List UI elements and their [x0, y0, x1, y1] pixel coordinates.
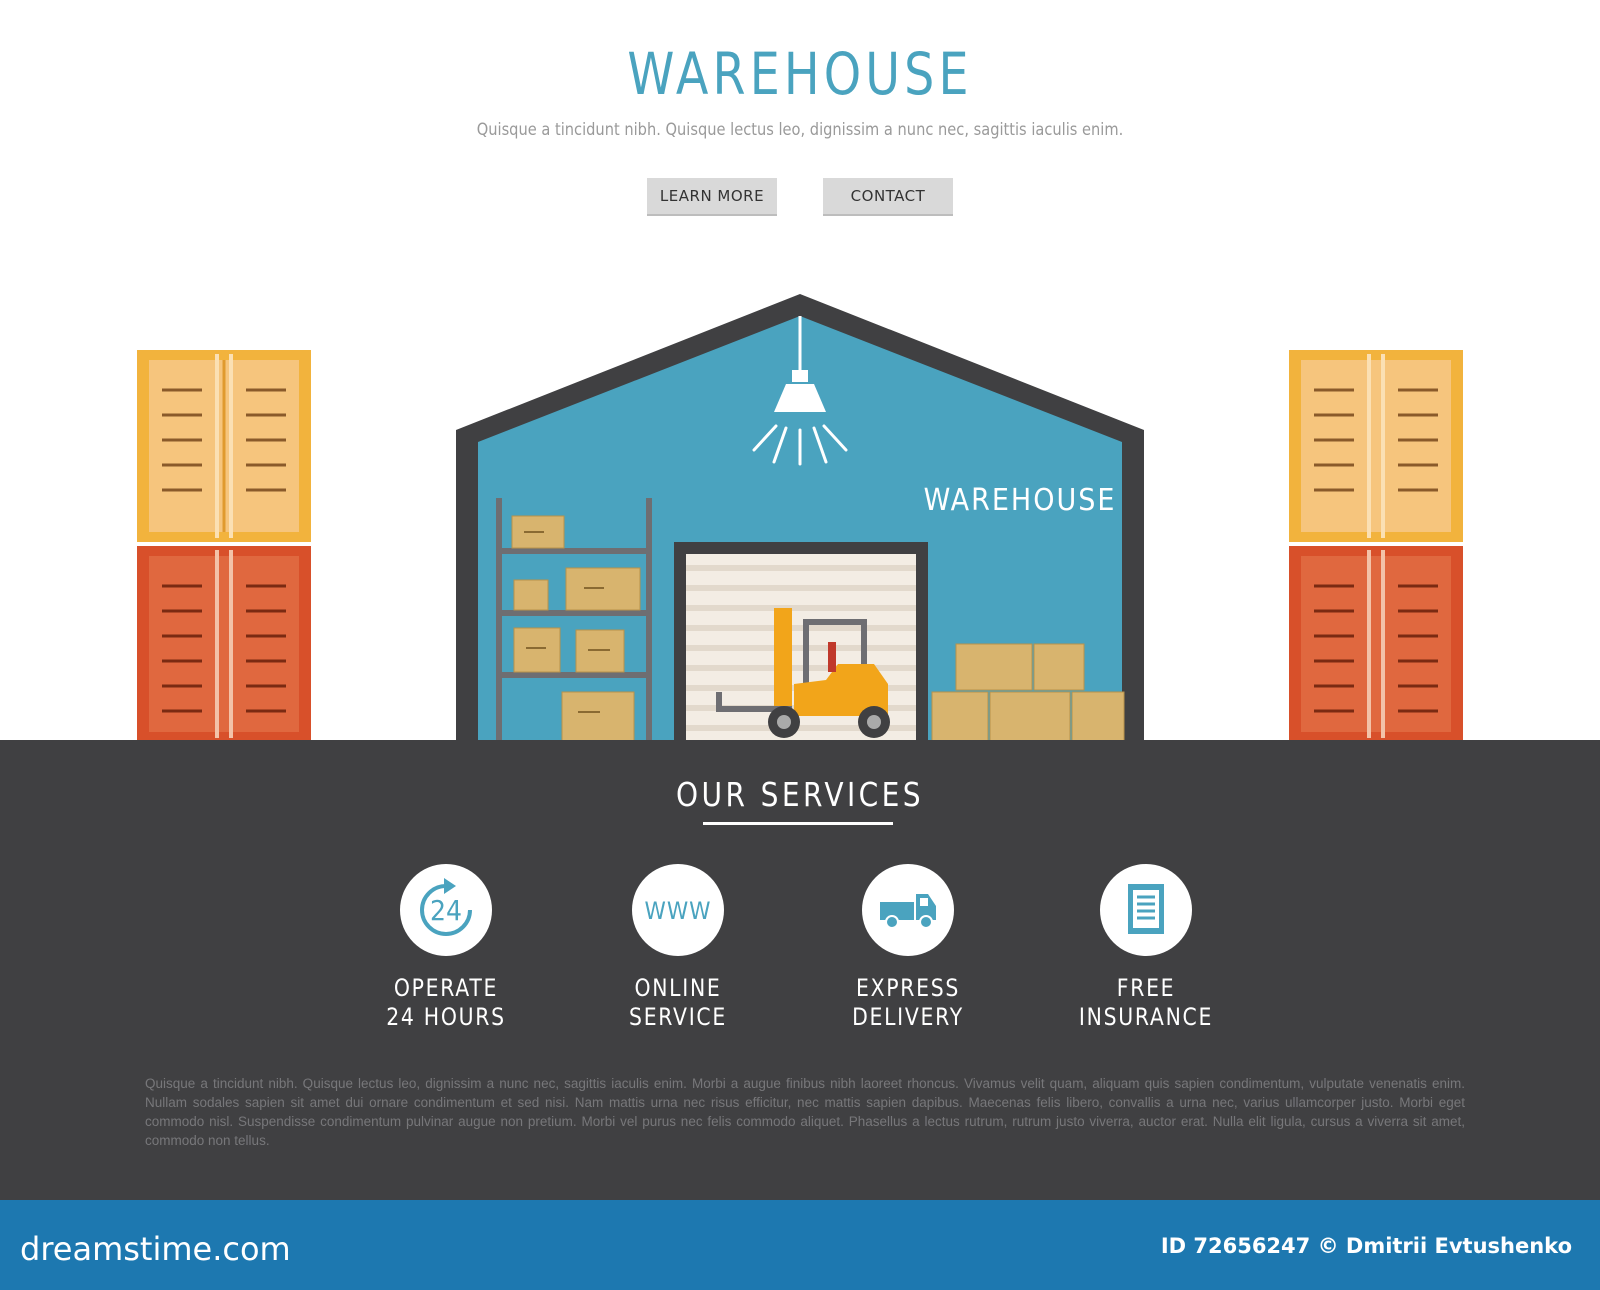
warehouse-illustration: WAREHOUSE [456, 294, 1144, 742]
svg-text:WWW: WWW [644, 897, 711, 925]
svg-text:24: 24 [430, 894, 462, 927]
contact-button[interactable]: CONTACT [823, 178, 953, 214]
service-express-delivery[interactable] [862, 864, 954, 956]
services-title-underline [703, 822, 893, 825]
right-container-top [1289, 350, 1463, 542]
ceiling-lamp-icon [752, 316, 848, 466]
left-container-top [137, 350, 311, 542]
services-title: OUR SERVICES [676, 775, 924, 814]
box [565, 567, 641, 611]
services-section [0, 740, 1600, 1200]
service-operate-24-hours[interactable]: 24 [400, 864, 492, 956]
footer-credit: ID 72656247 © Dmitrii Evtushenko [1160, 1234, 1572, 1258]
services-body-text: Quisque a tincidunt nibh. Quisque lectus… [145, 1076, 1465, 1148]
service-free-insurance[interactable] [1100, 864, 1192, 956]
right-container-stack [1289, 350, 1463, 742]
shelving-rack [496, 498, 652, 742]
www-icon: WWW [644, 897, 711, 925]
building-sign: WAREHOUSE [924, 483, 1117, 518]
clock-24-icon: 24 [420, 878, 472, 936]
learn-more-button[interactable]: LEARN MORE [647, 178, 777, 214]
footer-bar [0, 1200, 1600, 1290]
forklift-icon [716, 608, 890, 738]
hero-subtitle: Quisque a tincidunt nibh. Quisque lectus… [476, 120, 1124, 140]
document-icon [1128, 884, 1164, 934]
service-online[interactable]: WWW [632, 864, 724, 956]
page-title: WAREHOUSE [627, 40, 973, 108]
left-container-bottom [137, 546, 311, 742]
box [513, 579, 549, 611]
box [513, 627, 561, 673]
box-pile [931, 643, 1125, 742]
left-container-stack [137, 350, 311, 742]
truck-icon [880, 894, 936, 929]
footer-brand: dreamstime.com [20, 1230, 291, 1268]
box [561, 691, 635, 742]
right-container-bottom [1289, 546, 1463, 742]
